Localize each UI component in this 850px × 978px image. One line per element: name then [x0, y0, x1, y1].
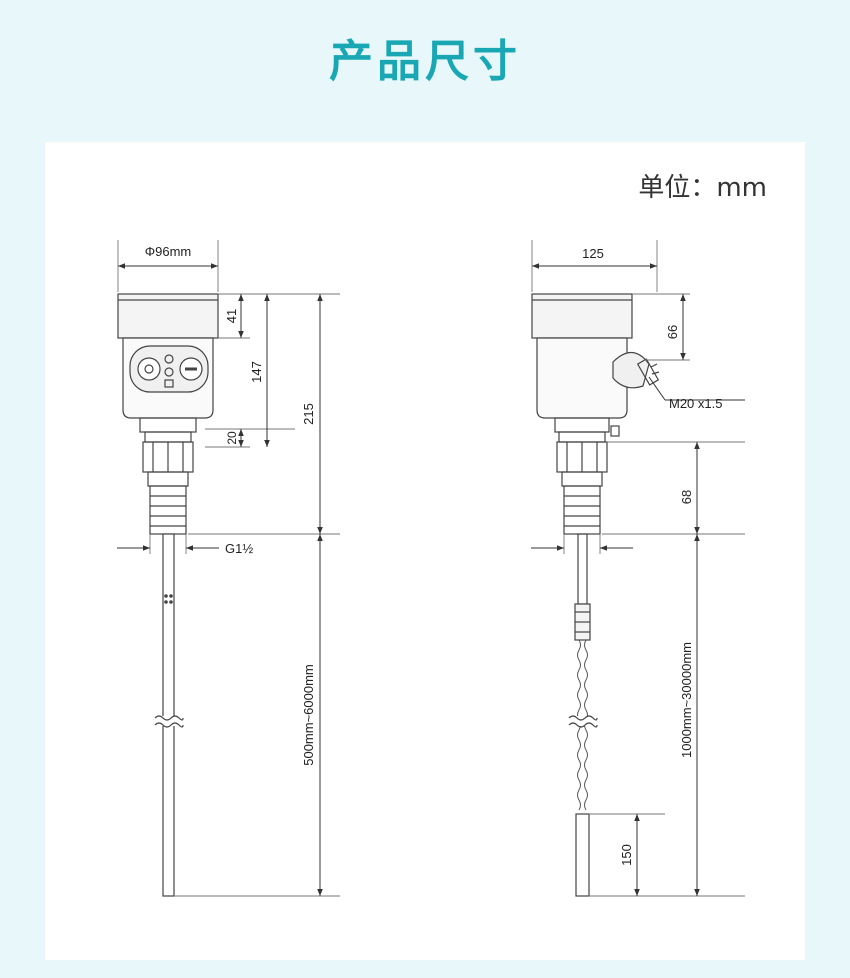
- dim-rod-length: 500mm~6000mm: [301, 664, 316, 766]
- dim-cable-gland: M20 x1.5: [669, 396, 722, 411]
- dim-weight-length: 150: [619, 844, 634, 866]
- dim-housing-diameter: Φ96mm: [145, 244, 192, 259]
- dimension-drawing: Φ96mm 41 147 20 215 G1½ 500mm~6000mm: [117, 240, 745, 897]
- dim-right-top-height: 66: [665, 325, 680, 339]
- page-title: 产品尺寸: [329, 36, 521, 87]
- dim-cable-length: 1000mm~30000mm: [679, 642, 694, 758]
- right-instrument: [531, 293, 660, 897]
- unit-label: 单位：mm: [638, 173, 767, 203]
- dim-left-top-height: 41: [224, 309, 239, 323]
- left-rod-break-mark: [154, 715, 184, 728]
- dim-thread: G1½: [225, 541, 253, 556]
- dim-process-height: 68: [679, 490, 694, 504]
- dim-left-total-height: 215: [301, 403, 316, 425]
- dimension-card: 单位：mm: [45, 142, 805, 960]
- right-cable-break-mark: [568, 715, 598, 728]
- dim-left-neck-height: 20: [225, 431, 239, 445]
- dim-left-body-height: 147: [249, 361, 264, 383]
- dim-housing-width: 125: [582, 246, 604, 261]
- left-instrument: [117, 293, 219, 897]
